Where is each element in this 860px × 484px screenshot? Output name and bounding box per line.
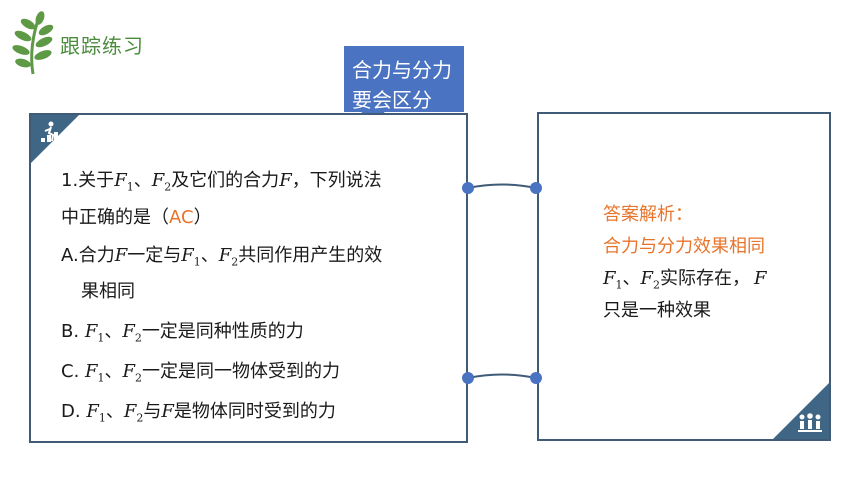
callout-line-2: 要会区分 bbox=[352, 88, 432, 112]
stem-line2-prefix: 中正确的是（ bbox=[61, 207, 169, 228]
leaf-branch-icon bbox=[12, 11, 54, 75]
stem-mid: 及它们的合力 bbox=[171, 170, 280, 191]
force-f2: F2 bbox=[151, 170, 172, 194]
option-a: A.合力F一定与F1、F2共同作用产生的效 bbox=[61, 245, 383, 269]
callout-box: 合力与分力 要会区分 bbox=[344, 46, 464, 112]
force-f: F bbox=[279, 170, 292, 191]
analysis-body-line-1: F1、F2实际存在，F bbox=[603, 268, 767, 292]
answer-text: AC bbox=[169, 207, 194, 228]
climbing-person-icon bbox=[41, 121, 58, 142]
separator: 、 bbox=[133, 170, 152, 191]
analysis-conclusion: 合力与分力效果相同 bbox=[603, 236, 765, 257]
option-a-continued: 果相同 bbox=[81, 281, 135, 302]
stem-intro: 1.关于 bbox=[61, 170, 115, 191]
card-corner-decoration bbox=[773, 383, 829, 439]
group-people-icon bbox=[798, 413, 822, 432]
stem-line2-suffix: ） bbox=[193, 207, 212, 228]
question-stem-line-2: 中正确的是（AC） bbox=[61, 205, 212, 231]
option-c: C. F1、F2一定是同一物体受到的力 bbox=[61, 361, 341, 385]
section-title: 跟踪练习 bbox=[60, 34, 144, 58]
question-card: 1.关于F1、F2及它们的合力F，下列说法 中正确的是（AC） A.合力F一定与… bbox=[29, 113, 468, 443]
option-b: B. F1、F2一定是同种性质的力 bbox=[61, 321, 304, 345]
force-f1: F1 bbox=[114, 170, 134, 194]
stem-tail: ，下列说法 bbox=[291, 170, 382, 191]
option-d: D. F1、F2与F是物体同时受到的力 bbox=[61, 401, 336, 425]
analysis-heading: 答案解析： bbox=[603, 204, 693, 225]
callout-line-1: 合力与分力 bbox=[352, 58, 452, 82]
question-stem-line-1: 1.关于F1、F2及它们的合力F，下列说法 bbox=[61, 168, 382, 201]
analysis-card: 答案解析： 合力与分力效果相同 F1、F2实际存在，F 只是一种效果 bbox=[537, 112, 831, 441]
analysis-body-line-2: 只是一种效果 bbox=[603, 300, 711, 321]
